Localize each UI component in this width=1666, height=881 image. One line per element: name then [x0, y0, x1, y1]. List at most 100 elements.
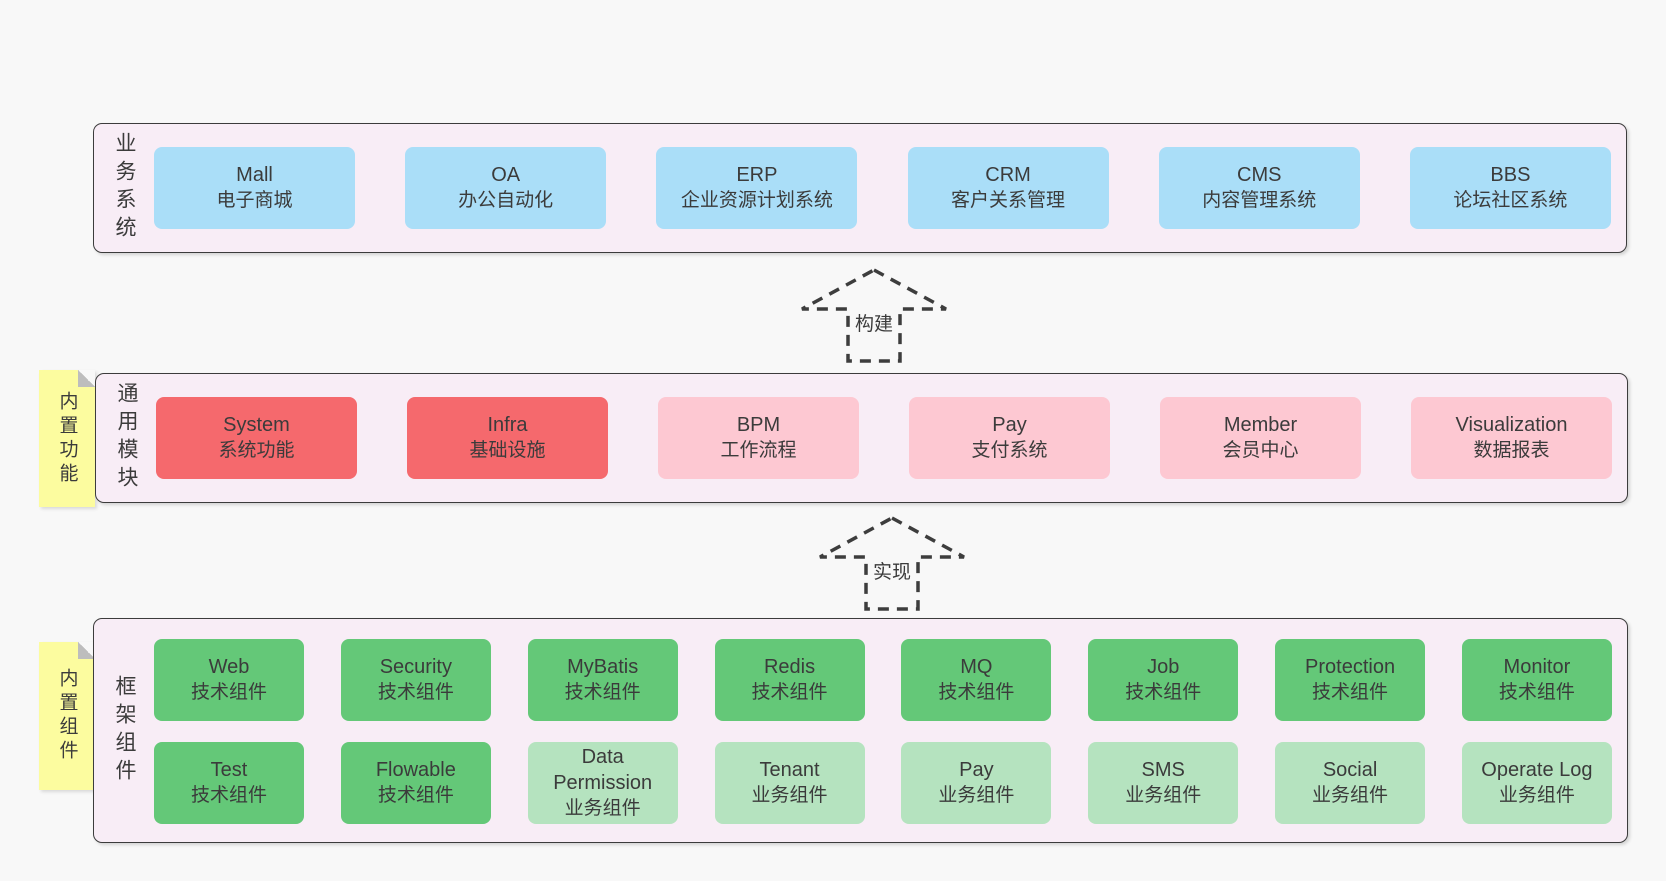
- layer-modules-label: 通用模块: [115, 382, 138, 494]
- sticky-note-text: 内置功能: [56, 390, 78, 487]
- box-title: Data Permission: [553, 746, 653, 794]
- box-subtitle: 工作流程: [720, 440, 797, 461]
- box-title: Job: [1147, 656, 1180, 678]
- modules-boxes-row: System 系统功能 Infra 基础设施 BPM 工作流程 Pay 支付系统 Member 会…: [156, 374, 1612, 502]
- box-subtitle: 业务组件: [1498, 785, 1575, 806]
- box-title: OA: [491, 164, 521, 186]
- box-title: Test: [210, 759, 248, 781]
- box-subtitle: 业务组件: [1125, 785, 1202, 806]
- box-test: Test 技术组件: [154, 742, 304, 824]
- box-title: Visualization: [1455, 414, 1568, 436]
- box-pay: Pay 业务组件: [901, 742, 1052, 824]
- box-job: Job 技术组件: [1088, 639, 1239, 721]
- box-subtitle: 内容管理系统: [1202, 190, 1317, 211]
- box-subtitle: 技术组件: [377, 682, 454, 703]
- note-fold-corner: [78, 642, 95, 659]
- layer-business-label: 业务系统: [113, 132, 136, 244]
- sticky-note-text: 内置组件: [56, 668, 78, 764]
- box-title: System: [223, 414, 290, 436]
- box-title: Social: [1322, 759, 1378, 781]
- box-subtitle: 系统功能: [218, 440, 295, 461]
- box-visualization: Visualization 数据报表: [1411, 397, 1612, 479]
- box-subtitle: 技术组件: [938, 682, 1015, 703]
- box-title: Security: [379, 656, 452, 678]
- box-title: CMS: [1237, 164, 1282, 186]
- box-subtitle: 业务组件: [564, 798, 641, 819]
- box-title: CRM: [985, 164, 1031, 186]
- box-member: Member 会员中心: [1160, 397, 1361, 479]
- box-subtitle: 技术组件: [751, 682, 828, 703]
- box-subtitle: 企业资源计划系统: [680, 190, 833, 211]
- box-title: Redis: [763, 656, 816, 678]
- box-mybatis: MyBatis 技术组件: [527, 639, 678, 721]
- box-monitor: Monitor 技术组件: [1461, 639, 1612, 721]
- box-title: Web: [208, 656, 250, 678]
- box-title: Protection: [1305, 656, 1396, 678]
- box-subtitle: 论坛社区系统: [1453, 190, 1568, 211]
- box-data-permission: Data Permission 业务组件: [527, 742, 678, 824]
- box-mq: MQ 技术组件: [901, 639, 1052, 721]
- box-subtitle: 技术组件: [1312, 682, 1389, 703]
- box-security: Security 技术组件: [340, 639, 491, 721]
- box-subtitle: 技术组件: [1498, 682, 1575, 703]
- arrow-build-label: 构建: [851, 313, 897, 337]
- box-infra: Infra 基础设施: [407, 397, 608, 479]
- arrow-implement: 实现: [817, 515, 967, 613]
- box-title: SMS: [1141, 759, 1185, 781]
- box-system: System 系统功能: [156, 397, 357, 479]
- box-title: Member: [1223, 414, 1298, 436]
- box-crm: CRM 客户关系管理: [907, 147, 1109, 229]
- box-title: ERP: [736, 164, 778, 186]
- box-protection: Protection 技术组件: [1275, 639, 1426, 721]
- box-subtitle: 技术组件: [564, 682, 641, 703]
- box-title: Infra: [487, 414, 528, 436]
- box-title: MyBatis: [567, 656, 639, 678]
- box-mall: Mall 电子商城: [154, 147, 355, 229]
- box-subtitle: 技术组件: [190, 785, 267, 806]
- box-web: Web 技术组件: [154, 639, 304, 721]
- sticky-note-builtin-components: 内置组件: [39, 642, 95, 790]
- box-title: BBS: [1490, 164, 1531, 186]
- box-title: Tenant: [759, 759, 820, 781]
- box-cms: CMS 内容管理系统: [1158, 147, 1360, 229]
- layer-common-modules: 通用模块 System 系统功能 Infra 基础设施 BPM 工作流程 Pay 支付系统 Me…: [95, 373, 1628, 503]
- box-subtitle: 技术组件: [1125, 682, 1202, 703]
- box-subtitle: 会员中心: [1222, 440, 1299, 461]
- box-erp: ERP 企业资源计划系统: [656, 147, 858, 229]
- note-fold-corner: [78, 370, 95, 387]
- box-subtitle: 数据报表: [1473, 440, 1550, 461]
- business-boxes-row: Mall 电子商城 OA 办公自动化 ERP 企业资源计划系统 CRM 客户关系管理 CMS 内容…: [154, 124, 1611, 252]
- box-subtitle: 电子商城: [216, 190, 293, 211]
- arrow-build: 构建: [799, 267, 949, 365]
- box-bpm: BPM 工作流程: [658, 397, 859, 479]
- box-sms: SMS 业务组件: [1088, 742, 1239, 824]
- box-subtitle: 办公自动化: [458, 190, 554, 211]
- box-oa: OA 办公自动化: [405, 147, 607, 229]
- box-subtitle: 基础设施: [469, 440, 546, 461]
- box-subtitle: 支付系统: [971, 440, 1048, 461]
- box-title: Monitor: [1503, 656, 1571, 678]
- arrow-implement-label: 实现: [869, 561, 915, 585]
- box-title: Pay: [992, 414, 1027, 436]
- box-subtitle: 客户关系管理: [951, 190, 1066, 211]
- box-subtitle: 业务组件: [938, 785, 1015, 806]
- box-pay: Pay 支付系统: [909, 397, 1110, 479]
- box-title: Flowable: [375, 759, 456, 781]
- box-redis: Redis 技术组件: [714, 639, 865, 721]
- box-title: Mall: [236, 164, 273, 186]
- box-title: BPM: [736, 414, 781, 436]
- box-title: Pay: [959, 759, 994, 781]
- box-bbs: BBS 论坛社区系统: [1409, 147, 1611, 229]
- box-subtitle: 技术组件: [190, 682, 267, 703]
- box-title: MQ: [960, 656, 993, 678]
- layer-business-systems: 业务系统 Mall 电子商城 OA 办公自动化 ERP 企业资源计划系统 CRM 客户关系管理…: [93, 123, 1627, 253]
